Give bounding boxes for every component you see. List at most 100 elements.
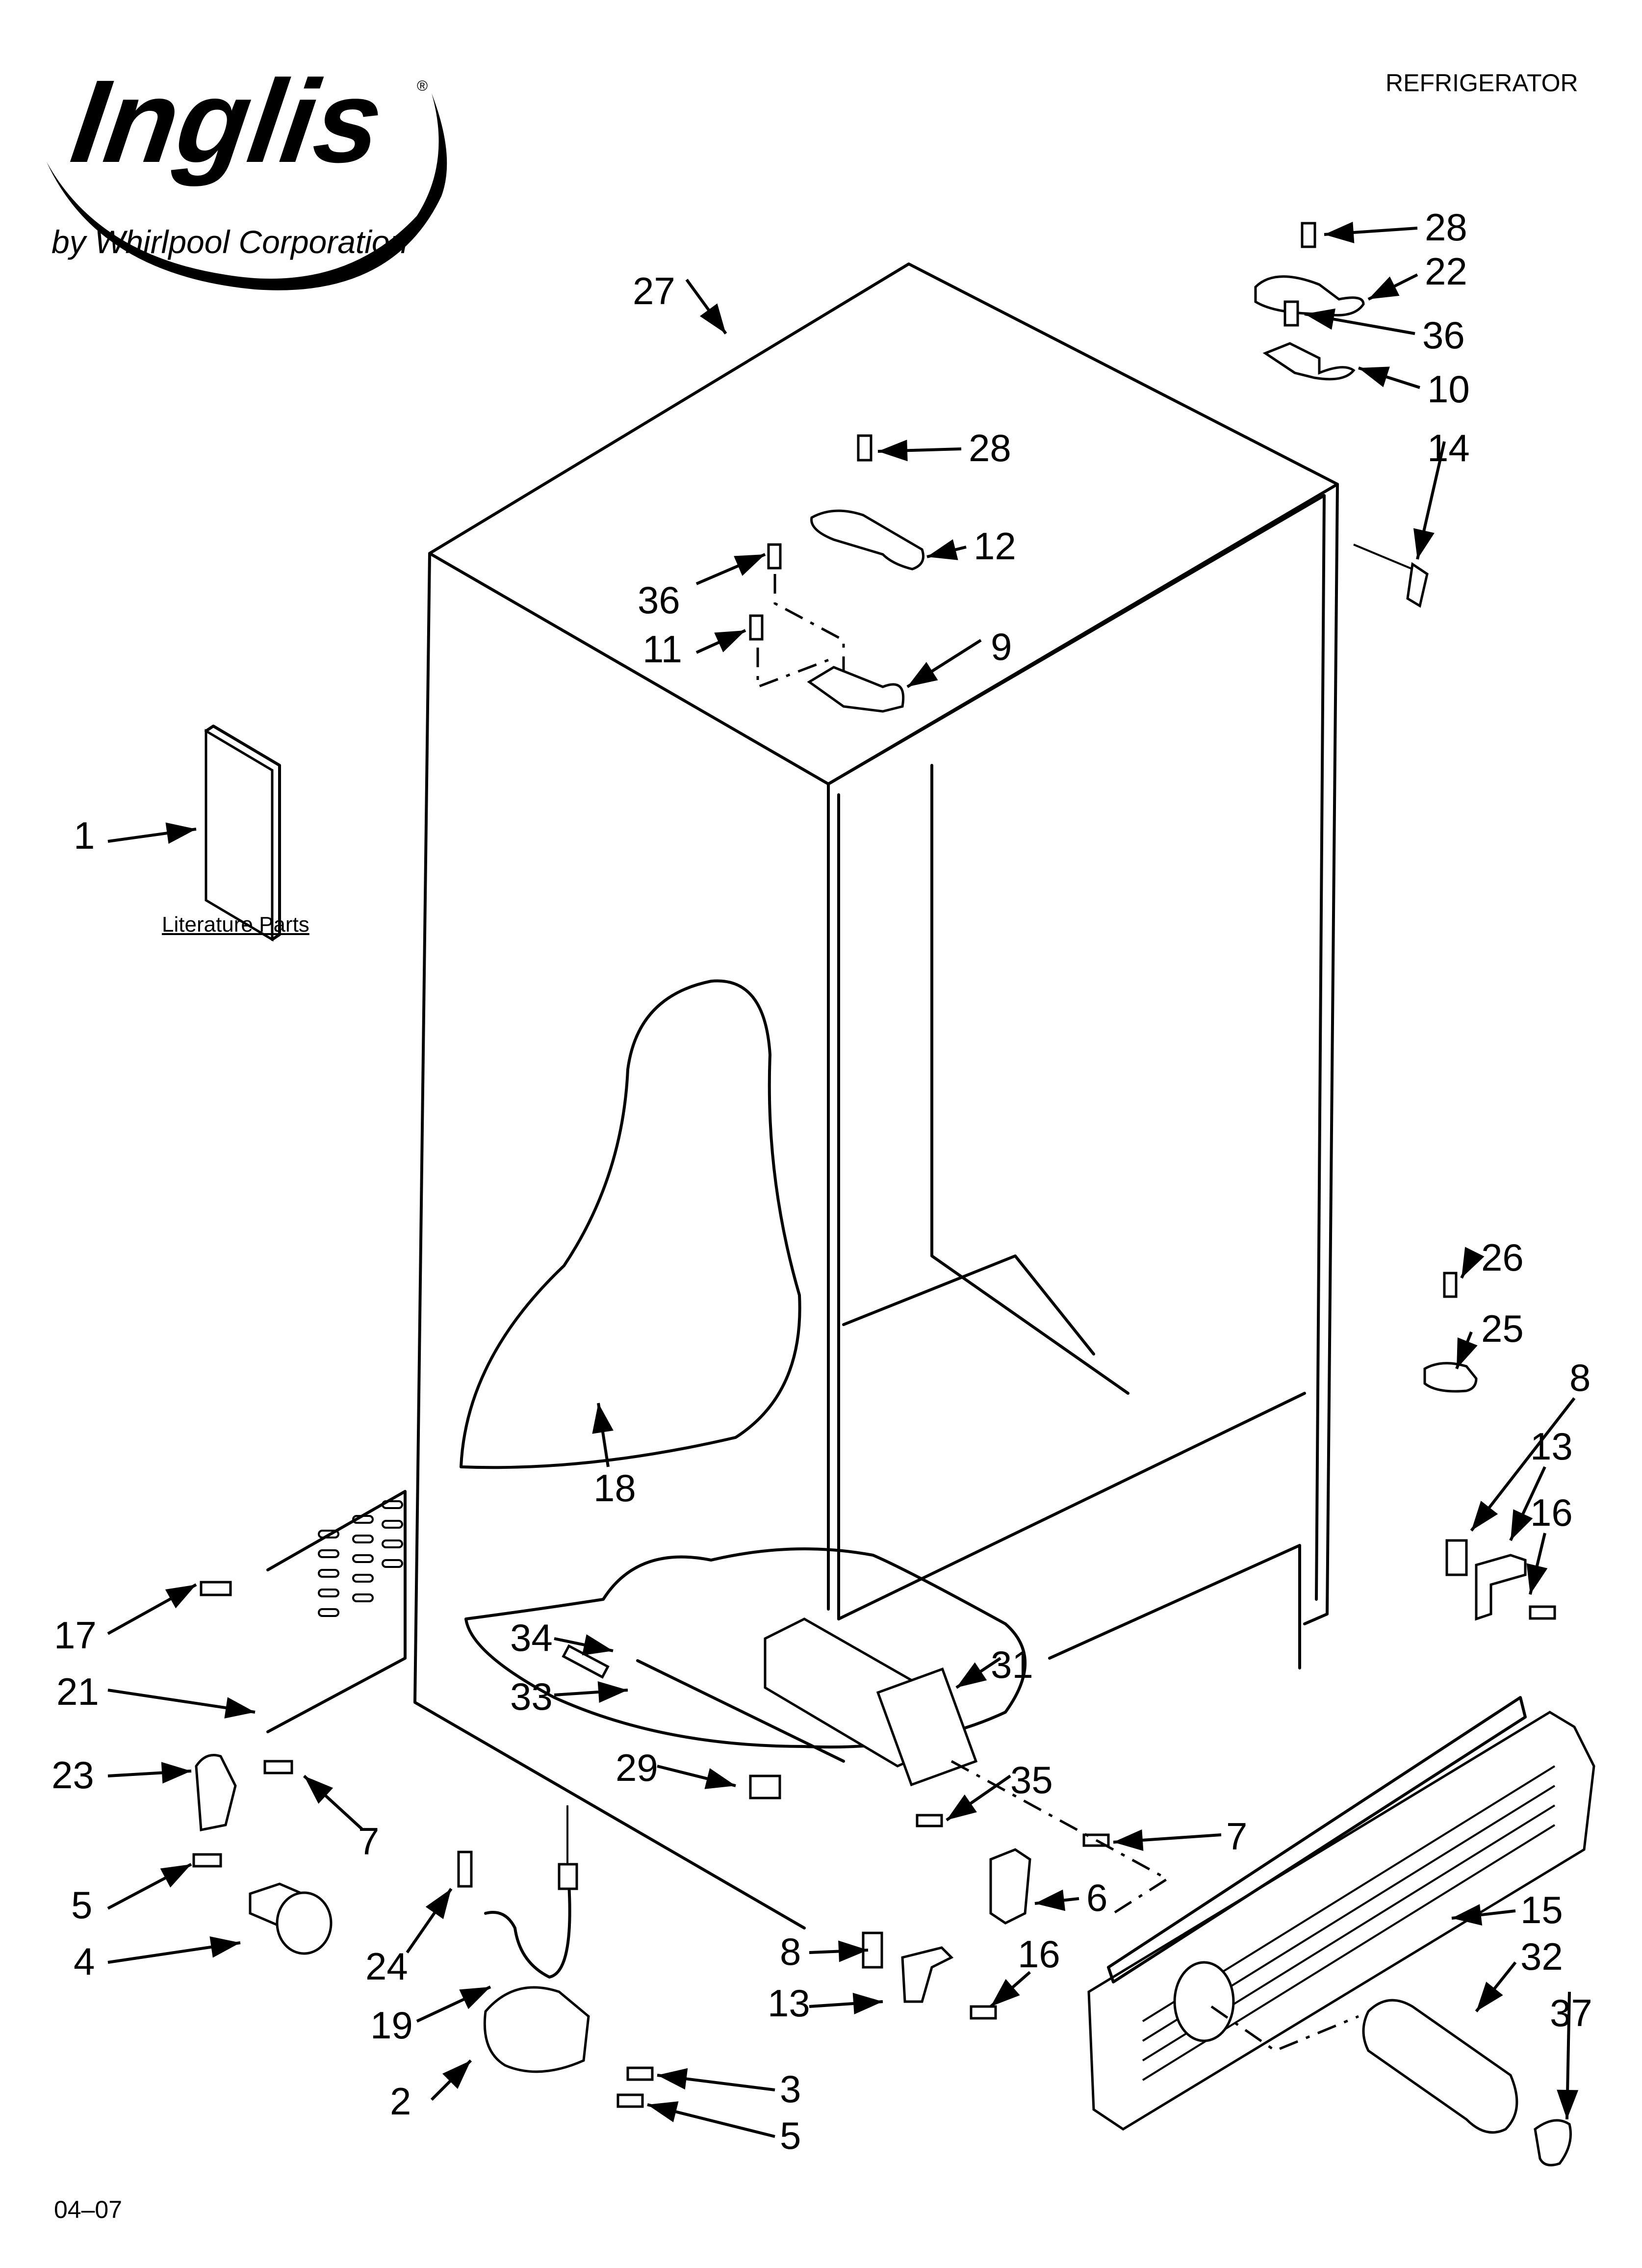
arrowhead-icon: [714, 630, 745, 652]
callout-23[interactable]: 23: [51, 1753, 94, 1797]
inglis-logo: Inglis ®: [47, 56, 447, 290]
callout-27[interactable]: 27: [633, 269, 675, 313]
arrowhead-icon: [838, 1940, 868, 1962]
callout-8[interactable]: 8: [1569, 1356, 1591, 1399]
callout-5[interactable]: 5: [780, 2114, 801, 2157]
arrowhead-icon: [224, 1697, 255, 1719]
screw-35: [916, 1814, 943, 1827]
callout-12[interactable]: 12: [974, 524, 1016, 568]
cabinet-right-edge: [1303, 483, 1339, 1625]
callout-25[interactable]: 25: [1481, 1307, 1524, 1350]
hinge-9: [807, 666, 905, 713]
arrowhead-icon: [459, 1987, 490, 2009]
cutaway-freezer: [460, 979, 801, 1469]
callout-16[interactable]: 16: [1530, 1491, 1573, 1534]
callout-2[interactable]: 2: [390, 2080, 411, 2123]
callout-29[interactable]: 29: [616, 1746, 658, 1789]
callout-21[interactable]: 21: [56, 1670, 99, 1713]
hinge-cover-22: [1254, 275, 1365, 316]
literature-parts-caption: Literature Parts: [162, 912, 309, 937]
arrowhead-icon: [161, 1762, 191, 1784]
screw-7-left: [263, 1760, 293, 1774]
callout-7[interactable]: 7: [358, 1820, 379, 1863]
arrowhead-icon: [1324, 221, 1355, 243]
registered-mark: ®: [417, 78, 428, 94]
hinge-cover-12: [810, 509, 924, 571]
document-category: REFRIGERATOR: [1385, 69, 1578, 97]
callout-37[interactable]: 37: [1550, 1991, 1592, 2034]
left-base-parts: [192, 1581, 654, 2108]
callout-19[interactable]: 19: [370, 2004, 413, 2047]
cabinet-left-side: [413, 552, 806, 1929]
arrowhead-icon: [425, 1889, 451, 1919]
callout-32[interactable]: 32: [1520, 1935, 1563, 1978]
base-components: [562, 1617, 1170, 2020]
arrowhead-icon: [852, 1993, 883, 2014]
center-hinge-assembly: [749, 434, 924, 713]
logo-wordmark: Inglis: [64, 56, 390, 187]
cabinet-floor: [837, 1392, 1306, 1620]
cabinet-shelf: [842, 1254, 1095, 1356]
callout-28[interactable]: 28: [1425, 206, 1467, 249]
callout-26[interactable]: 26: [1481, 1236, 1524, 1279]
cabinet-interior: [930, 764, 1129, 1395]
callout-10[interactable]: 10: [1427, 367, 1470, 411]
callout-33[interactable]: 33: [510, 1675, 553, 1718]
arrowhead-icon: [1368, 276, 1400, 299]
roller-4: [276, 1891, 333, 1955]
callout-28[interactable]: 28: [969, 426, 1011, 469]
bracket-6: [989, 1848, 1031, 1925]
callout-14[interactable]: 14: [1427, 426, 1470, 469]
callout-17[interactable]: 17: [54, 1614, 97, 1657]
top-hinge-assembly: [1254, 222, 1429, 608]
arrowhead-icon: [442, 2060, 471, 2089]
arrowhead-icon: [1113, 1829, 1144, 1851]
filter-cap-37: [1534, 2119, 1572, 2166]
arrowhead-icon: [582, 1634, 613, 1656]
callout-1[interactable]: 1: [74, 814, 95, 857]
callout-6[interactable]: 6: [1086, 1876, 1107, 1919]
arrowhead-icon: [592, 1403, 614, 1434]
callout-13[interactable]: 13: [1530, 1425, 1573, 1468]
callout-16[interactable]: 16: [1018, 1932, 1060, 1976]
arrowhead-icon: [699, 303, 726, 334]
screw-3: [626, 2066, 654, 2081]
screw-17: [200, 1581, 232, 1596]
callout-5[interactable]: 5: [71, 1883, 92, 1927]
filter-port: [1173, 1961, 1235, 2042]
callout-34[interactable]: 34: [510, 1616, 553, 1659]
callout-36[interactable]: 36: [638, 578, 680, 622]
hinge-10: [1262, 342, 1356, 381]
leader-arrows: [107, 221, 1579, 2138]
arrowhead-icon: [878, 440, 908, 462]
callout-11[interactable]: 11: [642, 627, 682, 671]
callout-9[interactable]: 9: [991, 625, 1012, 668]
callout-15[interactable]: 15: [1520, 1888, 1563, 1931]
callout-36[interactable]: 36: [1422, 313, 1465, 357]
callout-31[interactable]: 31: [991, 1643, 1033, 1686]
callout-35[interactable]: 35: [1010, 1758, 1053, 1801]
callout-8[interactable]: 8: [780, 1930, 801, 1973]
callout-24[interactable]: 24: [365, 1945, 408, 1988]
tube-34: [562, 1644, 610, 1679]
callout-18[interactable]: 18: [593, 1466, 636, 1510]
arrowhead-icon: [165, 822, 196, 844]
arrowhead-icon: [1413, 528, 1435, 559]
screw-16-left: [970, 2005, 997, 2020]
hinge-13-right: [1475, 1554, 1527, 1621]
arrowhead-icon: [1462, 1247, 1485, 1278]
callout-13[interactable]: 13: [768, 1981, 810, 2025]
tube-fitting-19: [558, 1863, 578, 1890]
arrowhead-icon: [1511, 1509, 1533, 1540]
screw-28-top: [1301, 222, 1316, 248]
screw-36-mid: [767, 543, 782, 570]
callout-3[interactable]: 3: [780, 2067, 801, 2111]
screw-26: [1443, 1272, 1458, 1298]
callout-4[interactable]: 4: [74, 1940, 95, 1983]
callout-7[interactable]: 7: [1226, 1815, 1247, 1858]
arrowhead-icon: [209, 1936, 240, 1958]
literature-booklet: [205, 725, 281, 942]
callout-22[interactable]: 22: [1425, 250, 1467, 293]
arrowhead-icon: [734, 554, 765, 576]
screw-36-top: [1283, 300, 1299, 327]
